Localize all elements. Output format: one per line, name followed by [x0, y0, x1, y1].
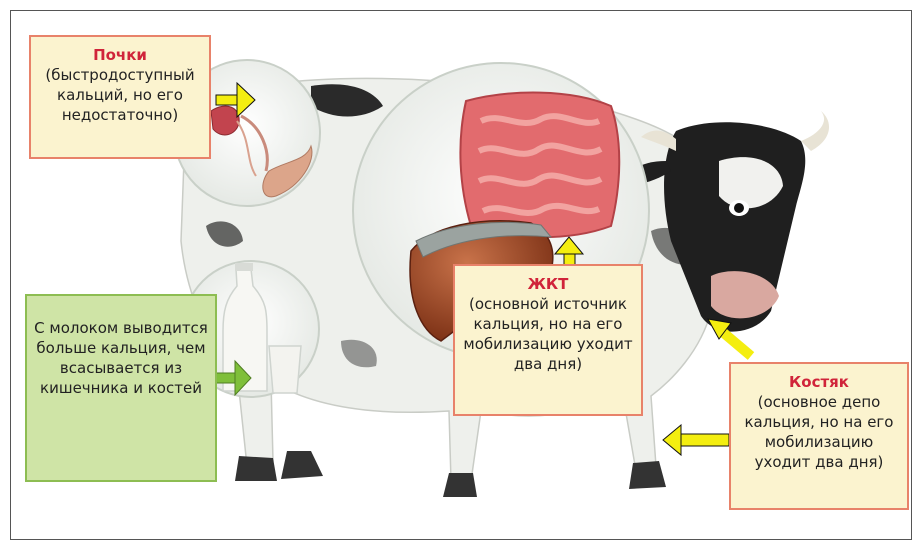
- callout-kidneys-text: (быстродоступный кальций, но его недоста…: [45, 66, 194, 124]
- callout-gi-title: ЖКТ: [461, 274, 635, 294]
- callout-bone: Костяк (основное депо кальция, но на его…: [729, 362, 909, 510]
- callout-milk-text: С молоком выводится больше кальция, чем …: [34, 319, 208, 397]
- callout-gi: ЖКТ (основной источник кальция, но на ег…: [453, 264, 643, 416]
- callout-gi-text: (основной источник кальция, но на его мо…: [463, 295, 632, 373]
- diagram-frame: Почки (быстродоступный кальций, но его н…: [10, 10, 912, 540]
- callout-kidneys: Почки (быстродоступный кальций, но его н…: [29, 35, 211, 159]
- arrow-bone-lower: [663, 425, 729, 455]
- callout-bone-title: Костяк: [737, 372, 901, 392]
- callout-milk: С молоком выводится больше кальция, чем …: [25, 294, 217, 482]
- callout-bone-text: (основное депо кальция, но на его мобили…: [744, 393, 893, 471]
- callout-kidneys-title: Почки: [37, 45, 203, 65]
